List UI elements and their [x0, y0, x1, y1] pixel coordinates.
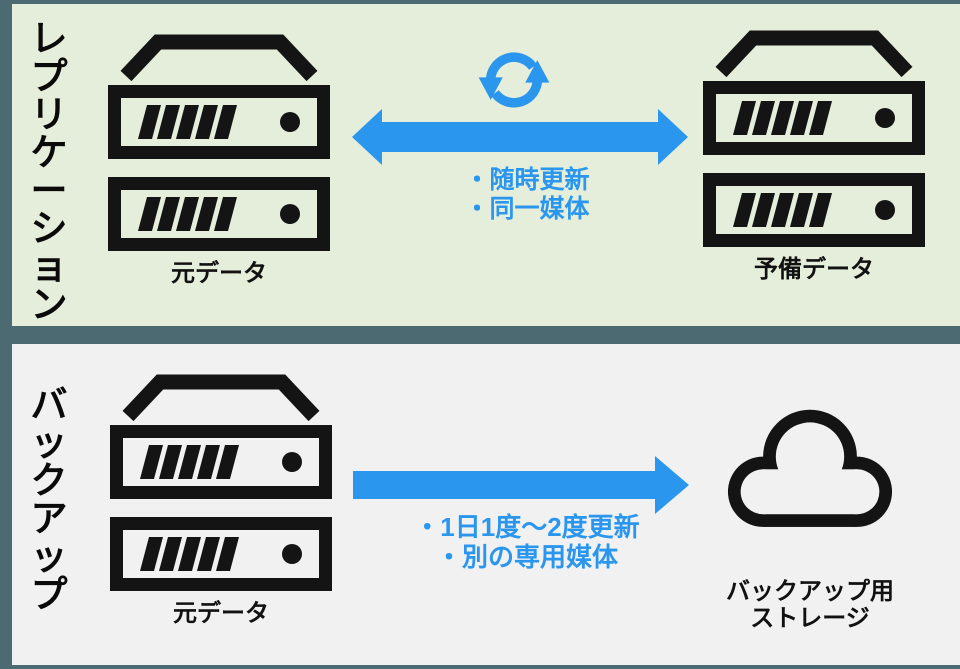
replication-replica-label: 予備データ [754, 256, 874, 283]
backup-storage: バックアップ用 ストレージ [712, 398, 908, 632]
bidirectional-arrow [352, 109, 688, 165]
replication-section: レプリケーション 元データ ・随時更新 ・同一媒体 予備データ [12, 4, 960, 326]
server-icon [108, 34, 330, 252]
replication-replica-server: 予備データ [703, 30, 925, 283]
replication-title: レプリケーション [30, 18, 68, 325]
backup-notes: ・1日1度〜2度更新 ・別の専用媒体 [414, 512, 640, 572]
backup-title: バックアップ [30, 384, 68, 615]
section-divider [0, 326, 960, 344]
replication-source-server: 元データ [108, 34, 330, 287]
replication-source-label: 元データ [171, 260, 267, 287]
backup-source-server: 元データ [110, 374, 332, 627]
replication-notes: ・随時更新 ・同一媒体 [464, 166, 590, 223]
server-icon [110, 374, 332, 592]
sync-icon [478, 52, 550, 108]
backup-section: バックアップ 元データ ・1日1度〜2度更新 ・別の専用媒体 バックアップ用 [12, 344, 960, 665]
server-icon [703, 30, 925, 248]
backup-storage-label: バックアップ用 ストレージ [726, 578, 894, 632]
right-arrow [353, 456, 689, 514]
cloud-icon [727, 409, 893, 527]
backup-source-label: 元データ [173, 600, 269, 627]
